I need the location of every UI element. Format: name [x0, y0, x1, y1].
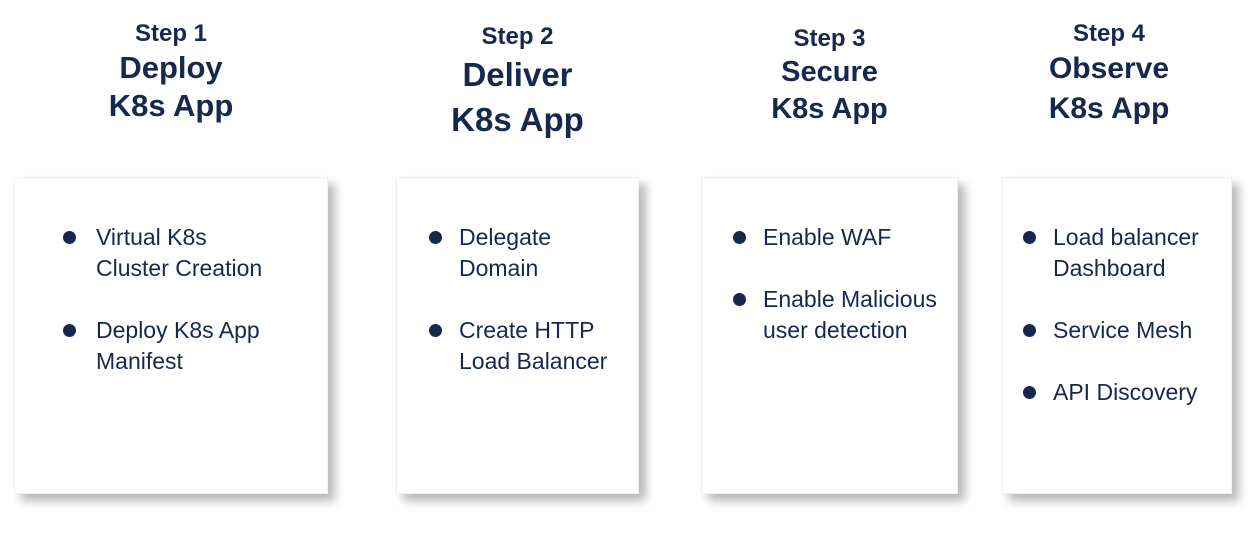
bullet-dot-icon — [733, 231, 746, 244]
step-1-card: Virtual K8s Cluster Creation Deploy K8s … — [14, 177, 328, 494]
bullet-text: Delegate Domain — [459, 224, 552, 281]
step-4-card: Load balancer Dashboard Service Mesh API… — [1002, 177, 1232, 494]
bullet-text: Deploy K8s App Manifest — [96, 317, 260, 374]
step-3-bullet-list: Enable WAF Enable Malicious user detecti… — [702, 178, 957, 346]
step-1-title: Deploy K8s App — [108, 50, 234, 123]
bullet-item: Virtual K8s Cluster Creation — [63, 222, 321, 284]
step-2-card: Delegate Domain Create HTTP Load Balance… — [396, 177, 639, 494]
bullet-item: Load balancer Dashboard — [1023, 222, 1225, 284]
step-3-card: Enable WAF Enable Malicious user detecti… — [701, 177, 958, 494]
bullet-item: Create HTTP Load Balancer — [429, 315, 632, 377]
bullet-item: Service Mesh — [1023, 315, 1225, 346]
bullet-item: Delegate Domain — [429, 222, 632, 284]
bullet-text: Service Mesh — [1053, 317, 1193, 343]
step-1-label: Step 1 — [134, 20, 208, 47]
bullet-dot-icon — [1023, 324, 1036, 337]
step-1-heading: Step 1 Deploy K8s App — [14, 0, 328, 125]
step-4-title: Observe K8s App — [1048, 52, 1170, 125]
bullet-dot-icon — [733, 293, 746, 306]
bullet-text: Enable WAF — [763, 224, 892, 250]
step-2-heading: Step 2 Deliver K8s App — [396, 0, 639, 142]
step-1-bullet-list: Virtual K8s Cluster Creation Deploy K8s … — [15, 178, 327, 377]
step-1-column: Step 1 Deploy K8s App Virtual K8s Cluste… — [14, 0, 328, 548]
step-2-label: Step 2 — [481, 23, 554, 50]
step-4-bullet-list: Load balancer Dashboard Service Mesh API… — [1003, 178, 1231, 408]
step-2-title: Deliver K8s App — [451, 56, 584, 138]
bullet-dot-icon — [1023, 386, 1036, 399]
bullet-item: Enable WAF — [733, 222, 951, 253]
bullet-item: Enable Malicious user detection — [733, 284, 951, 346]
step-4-column: Step 4 Observe K8s App Load balancer Das… — [1002, 0, 1232, 548]
bullet-item: Deploy K8s App Manifest — [63, 315, 321, 377]
step-3-label: Step 3 — [793, 25, 866, 52]
bullet-text: Load balancer Dashboard — [1053, 224, 1199, 281]
bullet-text: Virtual K8s Cluster Creation — [96, 224, 263, 281]
step-3-title: Secure K8s App — [771, 56, 888, 125]
step-2-bullet-list: Delegate Domain Create HTTP Load Balance… — [397, 178, 638, 377]
bullet-text: Enable Malicious user detection — [763, 286, 937, 343]
bullet-text: Create HTTP Load Balancer — [459, 317, 608, 374]
step-4-heading: Step 4 Observe K8s App — [994, 0, 1224, 129]
bullet-dot-icon — [63, 324, 76, 337]
bullet-dot-icon — [1023, 231, 1036, 244]
step-4-label: Step 4 — [1072, 20, 1146, 47]
bullet-dot-icon — [429, 231, 442, 244]
step-3-column: Step 3 Secure K8s App Enable WAF Enable … — [701, 0, 958, 548]
step-3-heading: Step 3 Secure K8s App — [701, 0, 958, 128]
step-2-column: Step 2 Deliver K8s App Delegate Domain C… — [396, 0, 639, 548]
bullet-dot-icon — [63, 231, 76, 244]
bullet-item: API Discovery — [1023, 377, 1225, 408]
bullet-dot-icon — [429, 324, 442, 337]
bullet-text: API Discovery — [1053, 379, 1198, 405]
